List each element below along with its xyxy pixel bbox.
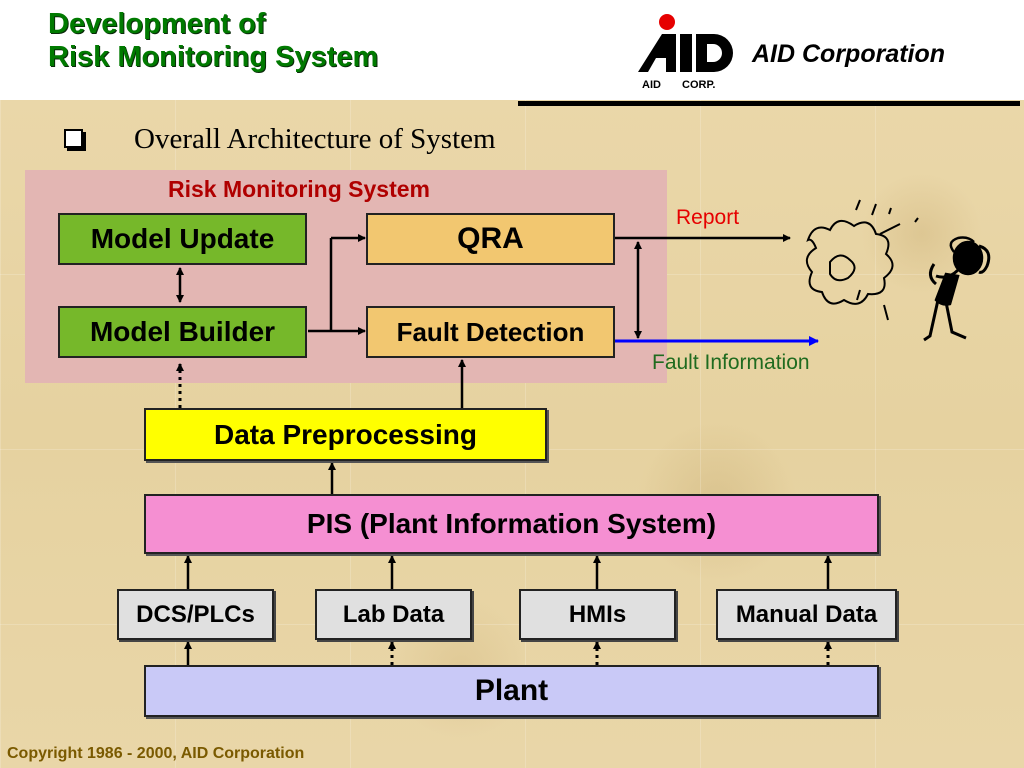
- plant-box: Plant: [144, 665, 879, 717]
- model-builder-box: Model Builder: [58, 306, 307, 358]
- copyright-text: Copyright 1986 - 2000, AID Corporation: [7, 745, 304, 763]
- source-box-lab: Lab Data: [315, 589, 472, 640]
- fault-detection-box: Fault Detection: [366, 306, 615, 358]
- source-label: DCS/PLCs: [136, 601, 255, 629]
- data-preprocessing-box: Data Preprocessing: [144, 408, 547, 461]
- worried-person-icon: [924, 238, 989, 341]
- source-box-dcs: DCS/PLCs: [117, 589, 274, 640]
- pis-label: PIS (Plant Information System): [307, 508, 716, 540]
- explosion-icon: [807, 200, 918, 320]
- source-box-manual: Manual Data: [716, 589, 897, 640]
- source-label: HMIs: [569, 601, 626, 629]
- data-preprocessing-label: Data Preprocessing: [214, 419, 477, 451]
- source-label: Manual Data: [736, 601, 877, 629]
- model-update-box: Model Update: [58, 213, 307, 265]
- plant-label: Plant: [475, 674, 548, 708]
- source-label: Lab Data: [343, 601, 444, 629]
- model-builder-label: Model Builder: [90, 316, 275, 348]
- fault-detection-label: Fault Detection: [397, 317, 585, 348]
- fault-information-label: Fault Information: [652, 351, 810, 375]
- pis-box: PIS (Plant Information System): [144, 494, 879, 554]
- report-label: Report: [676, 206, 739, 230]
- qra-box: QRA: [366, 213, 615, 265]
- source-box-hmis: HMIs: [519, 589, 676, 640]
- qra-label: QRA: [457, 222, 524, 256]
- model-update-label: Model Update: [91, 223, 275, 255]
